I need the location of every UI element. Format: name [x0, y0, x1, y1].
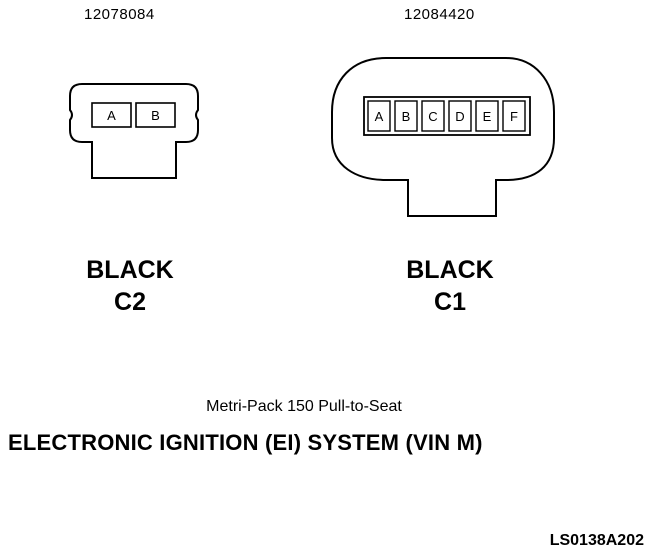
c1-pin-label: C — [428, 109, 437, 124]
c2-pin-group: A B — [91, 102, 176, 128]
c1-pin-cavity — [394, 100, 418, 132]
c1-pin-cavity — [448, 100, 472, 132]
c1-color: BLACK — [406, 256, 494, 284]
c2-color: BLACK — [86, 256, 174, 284]
c2-connector-outline — [69, 83, 199, 179]
c1-pin-label: A — [375, 109, 384, 124]
c1-pin-cavity — [502, 100, 526, 132]
c1-pin-label: F — [510, 109, 518, 124]
c2-pin-label: A — [107, 108, 116, 123]
c2-pin-cavity — [91, 102, 132, 128]
c2-name: C2 — [114, 288, 146, 316]
connector-type-subtitle: Metri-Pack 150 Pull-to-Seat — [206, 398, 402, 415]
c2-pin-cavity — [135, 102, 176, 128]
c1-pin-group: A B C D E F — [367, 100, 526, 132]
c1-pin-label: B — [402, 109, 411, 124]
c1-pin-cavity — [421, 100, 445, 132]
c1-part-number: 12084420 — [404, 6, 475, 23]
c2-label: BLACK C2 — [60, 254, 200, 318]
c2-pin-label: B — [151, 108, 160, 123]
c1-pin-cavity — [367, 100, 391, 132]
c1-name: C1 — [434, 288, 466, 316]
figure-id: LS0138A202 — [549, 532, 644, 549]
c2-part-number: 12078084 — [84, 6, 155, 23]
c1-pin-label: E — [483, 109, 492, 124]
c1-pin-label: D — [455, 109, 464, 124]
c1-pin-cavity — [475, 100, 499, 132]
c1-label: BLACK C1 — [380, 254, 520, 318]
c1-connector-outline — [331, 57, 555, 217]
system-title: ELECTRONIC IGNITION (EI) SYSTEM (VIN M) — [8, 430, 483, 455]
c1-pin-housing — [363, 96, 531, 136]
